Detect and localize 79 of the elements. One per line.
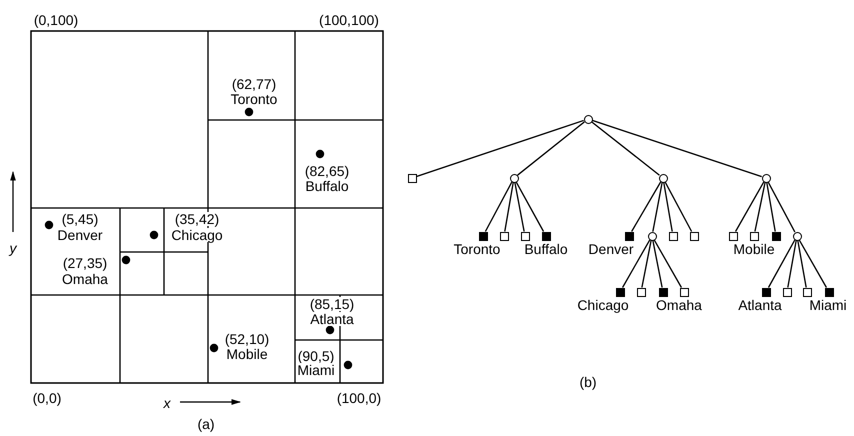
coordinate-label: (82,65)	[304, 164, 350, 178]
tree-branch	[768, 240, 796, 288]
tree-branch	[516, 182, 544, 232]
tree-branch	[631, 182, 662, 232]
tree-branch	[735, 182, 764, 232]
tree-branch	[654, 240, 682, 288]
coordinate-label: Toronto	[230, 92, 278, 106]
tree-node-circle	[658, 174, 668, 182]
tree-branch	[663, 182, 673, 232]
leaf-square	[668, 232, 678, 240]
panel-label: (b)	[578, 375, 598, 389]
coordinate-label: Omaha	[61, 272, 109, 286]
tree-node-circle	[792, 232, 802, 240]
leaf-square	[824, 288, 834, 296]
tree-node-circle	[584, 114, 592, 124]
leaf-square	[658, 288, 668, 296]
leaf-square	[624, 232, 634, 240]
leaf-square	[478, 232, 488, 240]
coordinate-label: (52,10)	[224, 332, 270, 346]
tree-branch	[798, 240, 827, 288]
tree-node-circle	[762, 174, 770, 182]
coordinate-label: (62,77)	[230, 77, 278, 91]
tree-branch	[592, 120, 762, 178]
coordinate-label: (0,100)	[32, 13, 80, 27]
tree-branch	[514, 182, 525, 232]
city-label: Denver	[587, 242, 635, 256]
tree-branch	[754, 182, 766, 232]
leaf-square	[500, 232, 508, 240]
coordinate-label: (0,0)	[32, 391, 62, 405]
tree-branch	[652, 240, 663, 288]
city-label: Omaha	[655, 298, 703, 312]
tree-branch	[787, 240, 797, 288]
leaf-square	[408, 174, 416, 182]
coordinate-label: Atlanta	[309, 312, 355, 326]
tree-branch	[517, 121, 585, 176]
coordinate-label: (27,35)	[62, 256, 108, 270]
city-label: Buffalo	[523, 242, 569, 256]
leaf-square	[636, 288, 646, 296]
coordinate-label: (35,42)	[174, 212, 220, 226]
city-label: Chicago	[576, 298, 630, 312]
city-label: Mobile	[732, 242, 776, 256]
tree-node-circle	[648, 232, 656, 240]
panel-label: (a)	[196, 417, 216, 431]
leaf-square	[750, 232, 758, 240]
leaf-square	[542, 232, 550, 240]
tree-branch	[652, 182, 663, 232]
leaf-square	[762, 288, 770, 296]
tree-branch	[797, 240, 807, 288]
leaf-square	[690, 232, 698, 240]
leaf-square	[728, 232, 738, 240]
leaf-square	[782, 288, 792, 296]
city-label: Toronto	[452, 242, 502, 256]
coordinate-label: (100,0)	[336, 391, 382, 405]
tree-branch	[641, 240, 652, 288]
tree-branch	[622, 240, 650, 288]
tree-branch	[766, 182, 776, 232]
tree-branch	[504, 182, 514, 232]
tree-branch	[484, 182, 512, 232]
city-label: Miami	[808, 298, 848, 312]
coordinate-label: Chicago	[170, 228, 224, 242]
coordinate-label: (90,5)	[296, 349, 336, 363]
tree-branch	[664, 182, 692, 232]
leaf-square	[802, 288, 812, 296]
tree-branch	[416, 120, 584, 178]
coordinate-label: (85,15)	[308, 297, 356, 311]
coordinate-label: Miami	[296, 363, 336, 377]
leaf-square	[772, 232, 780, 240]
coordinate-label: (100,100)	[318, 13, 380, 27]
city-label: Atlanta	[737, 298, 783, 312]
coordinate-label: Denver	[56, 228, 104, 242]
leaf-square	[616, 288, 624, 296]
coordinate-label: (5,45)	[60, 212, 100, 226]
leaf-square	[520, 232, 530, 240]
coordinate-label: Buffalo	[304, 179, 350, 193]
tree-branch	[591, 121, 660, 176]
leaf-square	[680, 288, 688, 296]
tree-branch	[768, 182, 796, 232]
tree-node-circle	[510, 174, 518, 182]
coordinate-label: Mobile	[225, 347, 269, 361]
